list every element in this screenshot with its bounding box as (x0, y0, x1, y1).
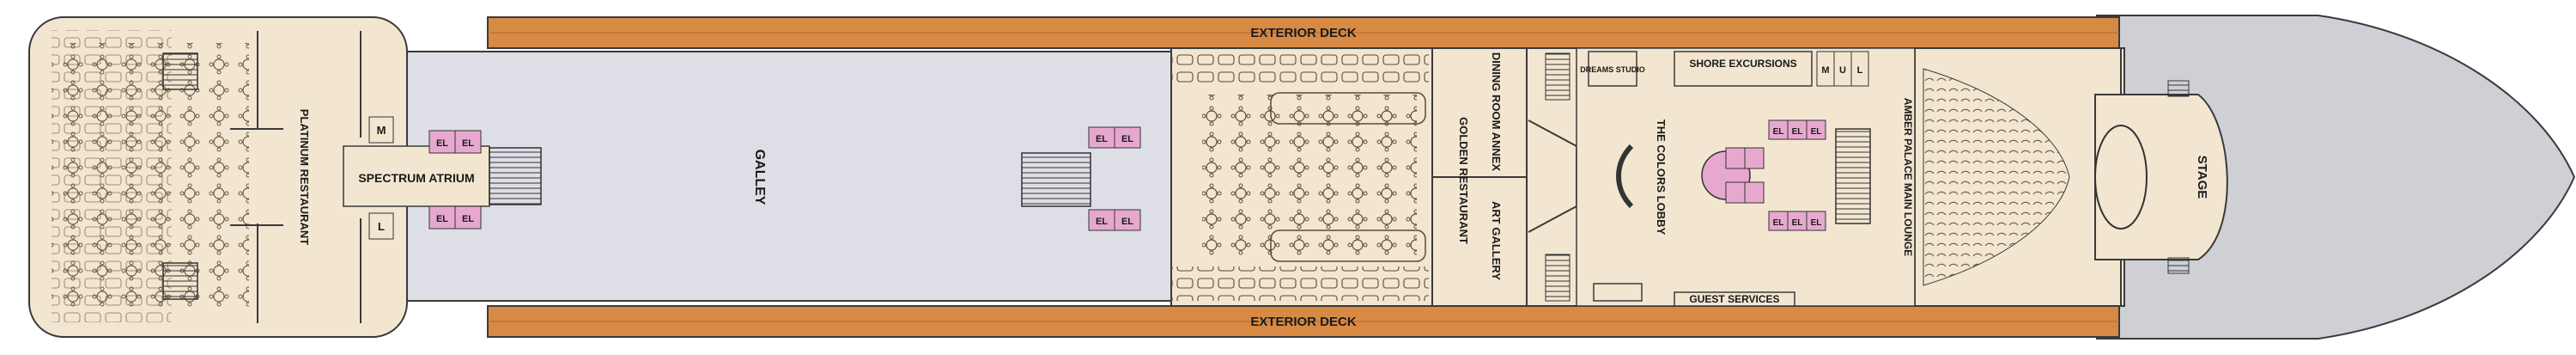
golden-booths-bottom (1171, 266, 1429, 301)
elevator-label: EL (462, 138, 474, 149)
platinum-restaurant-label: PLATINUM RESTAURANT (298, 109, 311, 245)
platinum-booths (52, 30, 172, 322)
elevator-label: EL (1811, 218, 1822, 228)
dining-room-annex-label: DINING ROOM ANNEX (1490, 52, 1503, 172)
golden-restaurant-label: GOLDEN RESTAURANT (1457, 117, 1470, 244)
restroom-l-aft-label: L (378, 220, 385, 233)
amber-palace-label: AMBER PALACE MAIN LOUNGE (1902, 98, 1914, 256)
elevator-label: EL (1096, 217, 1108, 227)
art-gallery-label: ART GALLERY (1490, 201, 1503, 280)
elevator-label: EL (1773, 218, 1784, 228)
shore-excursions (1674, 51, 1813, 87)
golden-tables (1202, 95, 1417, 258)
fwd-stairs-top (1545, 52, 1571, 101)
restroom-l-aft (368, 212, 394, 240)
colors-lobby-label: THE COLORS LOBBY (1655, 119, 1668, 236)
elevator-group-aft (428, 130, 482, 230)
atrium-stairs (489, 147, 542, 205)
shore-excursions-label: SHORE EXCURSIONS (1689, 58, 1796, 70)
ship-hull (2096, 15, 2576, 340)
aft-stairs-top (162, 52, 198, 90)
dining-room-annex (1431, 47, 1528, 178)
dreams-studio (1588, 51, 1637, 87)
elevator-label: EL (1792, 127, 1803, 137)
guest-desk (1593, 283, 1643, 302)
restroom-l-fwd-label: L (1857, 65, 1863, 76)
restroom-u-fwd-label: U (1839, 65, 1846, 76)
guest-services-label: GUEST SERVICES (1689, 293, 1779, 305)
elevator-label: EL (1811, 127, 1822, 137)
elevator-label: EL (1121, 134, 1133, 144)
elevator-label: EL (1773, 127, 1784, 137)
elevator-group-lobby (1725, 119, 1826, 231)
spectrum-atrium (343, 145, 490, 207)
mid-stairs (1021, 152, 1091, 207)
restroom-m-aft (368, 116, 394, 144)
elevator-label: EL (1121, 217, 1133, 227)
art-gallery (1431, 176, 1528, 307)
elevator-label: EL (436, 214, 448, 224)
stage-label: STAGE (2195, 156, 2209, 199)
golden-banquette-top (1270, 92, 1426, 125)
guest-services (1674, 291, 1795, 307)
aft-stairs-bottom (162, 262, 198, 300)
golden-booths (1171, 53, 1429, 88)
theater-stage (2094, 94, 2228, 260)
exterior-deck-bottom-label: EXTERIOR DECK (1250, 315, 1357, 329)
elevator-label: EL (1792, 218, 1803, 228)
lobby-stairs (1835, 128, 1871, 224)
restroom-l-fwd (1850, 51, 1869, 87)
exterior-deck-top-label: EXTERIOR DECK (1250, 26, 1357, 40)
fwd-stairs-bottom (1545, 254, 1571, 302)
theater-seating (1923, 68, 2070, 286)
elevator-label: EL (462, 214, 474, 224)
restroom-m-fwd-label: M (1821, 65, 1829, 76)
galley-label: GALLEY (752, 150, 767, 205)
dreams-studio-label: DREAMS STUDIO (1580, 65, 1645, 74)
elevator-group-mid (1088, 126, 1141, 231)
spectrum-atrium-label: SPECTRUM ATRIUM (358, 171, 474, 185)
restroom-m-aft-label: M (377, 124, 386, 137)
golden-banquette-bottom (1270, 230, 1426, 262)
elevator-label: EL (1096, 134, 1108, 144)
elevator-label: EL (436, 138, 448, 149)
